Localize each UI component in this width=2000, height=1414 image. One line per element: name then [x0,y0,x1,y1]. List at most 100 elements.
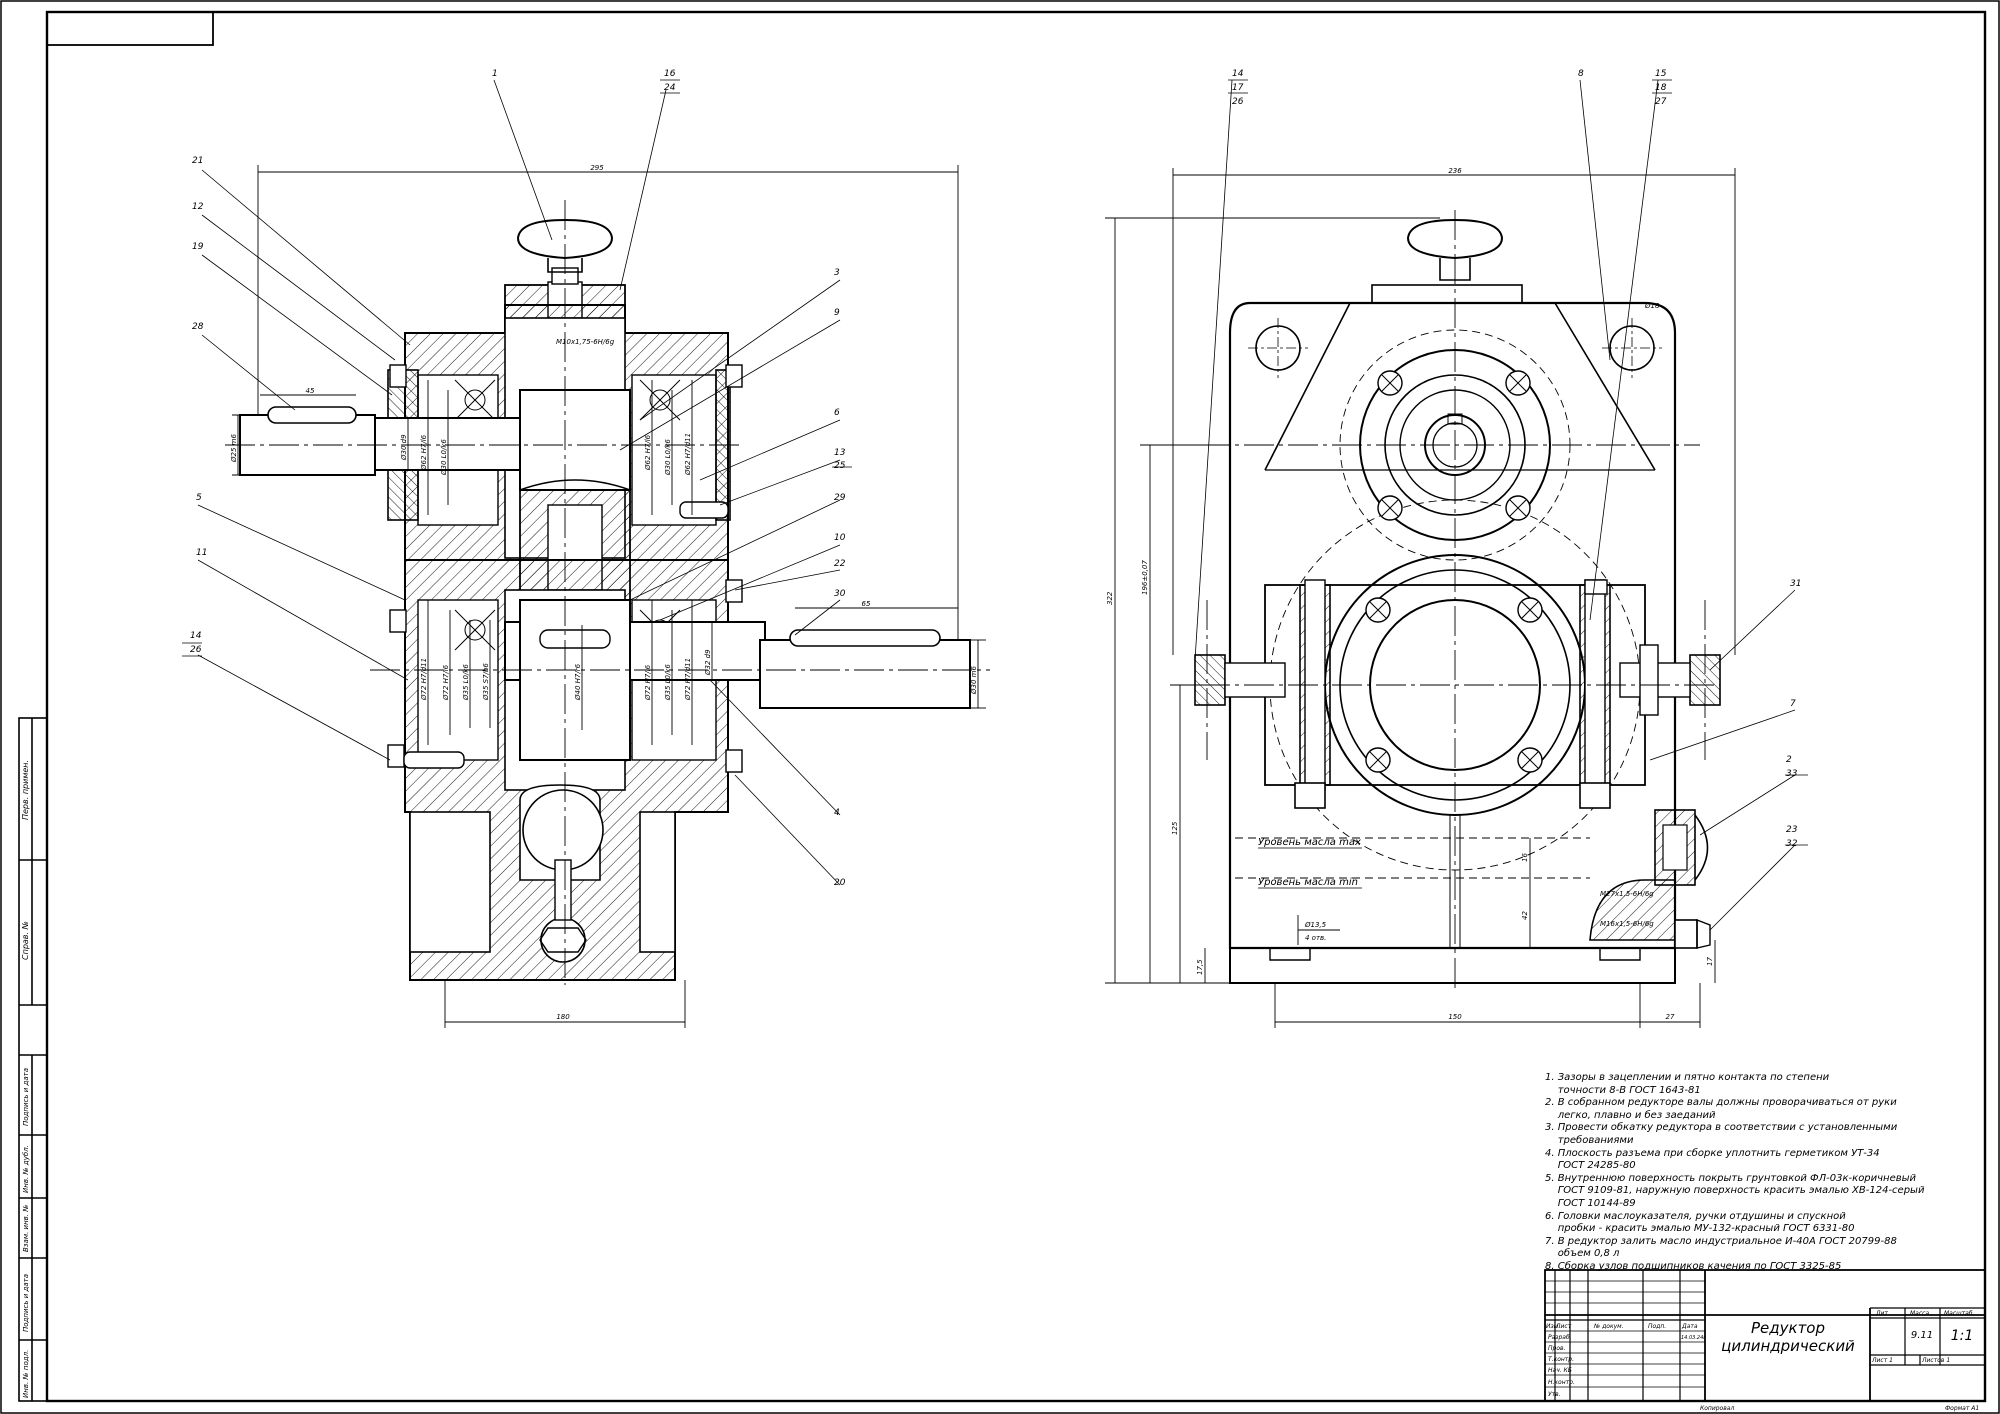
fit-13: Ø72 H7/d11 [684,658,692,701]
fit-11: Ø72 H7/l6 [644,664,652,701]
front-dimensions [1105,168,1736,1028]
label-thread-a: M27x1,5-6H/6g [1600,890,1654,898]
pos-r-32: 32 [1786,839,1798,849]
tb-hdr-date: Дата [1681,1323,1698,1330]
tb-copied: Копировал [1700,1405,1734,1412]
stamp-inv-dubl: Инв. № дубл. [22,1145,30,1193]
fit-14: Ø32 d9 [704,649,712,676]
pos-4: 4 [834,808,840,818]
title-block: Изм. Лист № докум. Подп. Дата 14.03.24г … [1544,1269,1986,1412]
tb-row-nach: Нач. КБ [1548,1367,1572,1374]
pos-12: 12 [192,202,204,212]
section-positions: 1 16 24 21 12 19 28 3 9 6 13 25 29 10 22… [190,69,846,888]
tb-mass: 9.11 [1911,1330,1933,1341]
tb-date-value: 14.03.24г [1681,1335,1706,1341]
fit-8: Ø35 L0/k6 [462,664,470,701]
tb-scale: 1:1 [1951,1328,1974,1344]
fit-12: Ø35 L0/k6 [664,664,672,701]
note-2: 2. В собранном редукторе валы должны про… [1545,1097,1897,1121]
pos-r-23: 23 [1786,825,1798,835]
pos-r-14: 14 [1232,69,1244,79]
tb-hdr-sign: Подп. [1648,1323,1666,1330]
stamp-perv-primen: Перв. примен. [21,760,30,820]
label-thread-b: M16x1,5-6H/6g [1600,920,1654,928]
pos-28: 28 [192,322,204,332]
note-7: 7. В редуктор залить масло индустриально… [1545,1235,1897,1260]
dim-right-total: 236 [1448,167,1462,175]
pos-14: 14 [190,631,202,641]
dim-left-shaft: 45 [306,387,315,395]
tb-sheet: Лист 1 [1871,1357,1893,1364]
side-stamp: Перв. примен. Справ. № Подпись и дата Ин… [18,717,48,1402]
dim-left-total: 295 [590,164,604,172]
dim-h-16: 16 [1521,853,1529,862]
tb-row-prov: Пров. [1548,1345,1566,1352]
front-positions: 14 17 26 8 15 18 27 31 7 2 33 23 32 [1232,69,1801,849]
dim-left-out: 65 [862,600,871,608]
label-holes: 4 отв. [1305,934,1326,942]
pos-21: 21 [192,156,203,166]
fit-10: Ø40 H7/r6 [574,663,582,701]
dim-left-base: 180 [556,1013,570,1021]
stamp-inv-podl: Инв. № подл. [22,1350,30,1398]
label-d-hole2: Ø18 [1644,302,1660,310]
fit-4: Ø30 L0/k6 [664,439,672,476]
pos-20: 20 [834,878,846,888]
tb-hdr-doc: № докум. [1593,1323,1624,1330]
pos-11: 11 [196,548,207,558]
pos-r-8: 8 [1578,69,1584,79]
dim-h-42: 42 [1521,911,1529,920]
tb-hdr-list: Лист [1555,1323,1572,1330]
pos-6: 6 [834,408,840,418]
pos-26: 26 [190,645,202,655]
stamp-podp-data1: Подпись и дата [22,1068,30,1126]
note-5: 5. Внутреннюю поверхность покрыть грунто… [1545,1172,1925,1209]
pos-13: 13 [834,448,846,458]
tb-row-tkontr: Т.контр. [1548,1356,1574,1363]
pos-25: 25 [834,461,846,471]
pos-10: 10 [834,533,846,543]
note-1: 1. Зазоры в зацеплении и пятно контакта … [1545,1072,1830,1096]
fit-3: Ø62 H7/l6 [644,434,652,471]
label-oil-max: Уровень масла max [1258,837,1361,848]
tb-col-mass: Масса [1910,1310,1929,1317]
pos-r-2: 2 [1786,755,1792,765]
label-d-hole: Ø13,5 [1304,921,1327,929]
tb-format: Формат А1 [1945,1405,1979,1412]
section-leaders [182,79,852,886]
tb-row-utv: Утв. [1548,1391,1561,1398]
pos-19: 19 [192,242,204,252]
section-view [225,200,990,985]
pos-r-7: 7 [1790,699,1796,709]
fit-5: Ø62 H7/d11 [684,433,692,476]
dim-right-27: 27 [1666,1013,1675,1021]
dim-h-foot: 17,5 [1196,959,1204,975]
pos-r-18: 18 [1655,83,1667,93]
stamp-podp-data2: Подпись и дата [22,1274,30,1332]
front-leaders [1194,79,1808,931]
section-dim-texts: 295 45 65 180 Ø25 m6 Ø30 m6 Ø30 d9 Ø62 H… [230,164,978,1021]
pos-r-27: 27 [1655,97,1667,107]
dim-h-17: 17 [1706,957,1714,966]
tb-col-lit: Лит. [1875,1310,1890,1317]
thread-top: M10x1,75-6H/6g [556,338,615,346]
pos-r-26: 26 [1232,97,1244,107]
pos-22: 22 [834,559,846,569]
pos-9: 9 [834,308,840,318]
tb-hdr-izm: Изм. [1546,1323,1560,1330]
note-8: 8. Сборка узлов подшипников качения по Г… [1545,1260,1842,1272]
note-4: 4. Плоскость разъема при сборке уплотнит… [1545,1147,1880,1172]
front-dim-texts: 236 150 27 322 196±0,07 125 16 42 17 17,… [1106,167,1714,1021]
tb-name-line2: цилиндрический [1721,1337,1855,1355]
dim-h-total: 322 [1106,591,1114,605]
note-6: 6. Головки маслоуказателя, ручки отдушин… [1545,1210,1855,1235]
pos-29: 29 [834,493,846,503]
note-3: 3. Провести обкатку редуктора в соответс… [1545,1122,1898,1146]
fit-9: Ø35 S7/h6 [482,663,490,701]
pos-5: 5 [196,493,202,503]
fit-2: Ø30 L0/k6 [440,439,448,476]
pos-r-15: 15 [1655,69,1667,79]
oil-level-labels: Уровень масла max Уровень масла min [1258,837,1362,889]
